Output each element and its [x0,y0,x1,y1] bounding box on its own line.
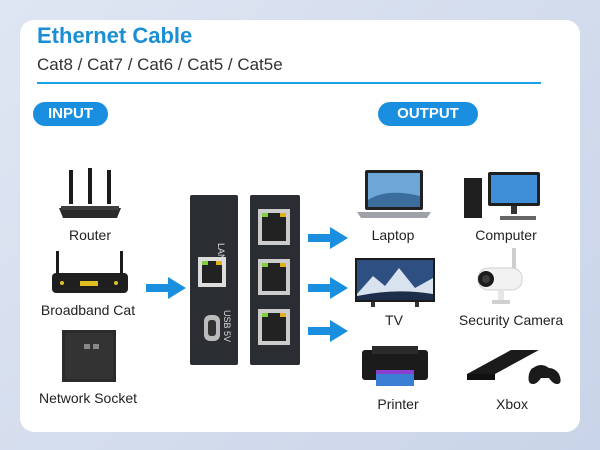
tv-label: TV [385,312,403,328]
computer-label: Computer [475,227,537,243]
security-camera-icon [477,248,523,304]
arrow-right-icon [308,227,348,249]
page-subtitle: Cat8 / Cat7 / Cat6 / Cat5 / Cat5e [37,55,283,74]
divider [37,82,541,84]
usb-label: USB 5V [222,310,232,342]
security-camera-label: Security Camera [458,312,564,328]
printer-icon [362,346,428,386]
broadband-modem-icon [52,251,128,293]
xbox-icon [467,350,561,384]
xbox-label: Xbox [496,396,528,412]
tv-icon [355,258,435,307]
adapter-input: LAN IN USB 5V [190,195,238,365]
computer-icon [464,172,540,220]
laptop-icon [357,170,431,218]
network-socket-icon [62,330,116,382]
broadband-label: Broadband Cat [40,302,136,318]
printer-label: Printer [377,396,419,412]
input-badge: INPUT [33,102,108,126]
laptop-label: Laptop [371,227,415,243]
network-socket-label: Network Socket [38,390,138,406]
arrow-right-icon [308,320,348,342]
arrow-right-icon [308,277,348,299]
output-badge: OUTPUT [378,102,478,126]
arrow-right-icon [146,277,186,299]
page-title: Ethernet Cable [37,23,193,48]
router-icon [59,168,121,218]
router-label: Router [68,227,112,243]
adapter-output [250,195,300,365]
